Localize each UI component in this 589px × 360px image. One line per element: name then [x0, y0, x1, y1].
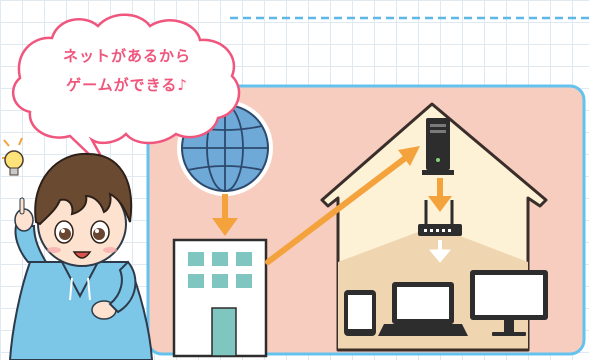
lightbulb-icon	[2, 137, 24, 176]
speech-bubble	[11, 13, 241, 177]
boy-character	[8, 152, 154, 360]
building-to-server-arrow	[265, 146, 420, 265]
tablet-icon	[344, 290, 376, 336]
speech-bubble-line-2: ゲームができる♪	[66, 76, 188, 94]
server-to-router-arrow	[428, 178, 452, 212]
server-icon	[422, 118, 454, 175]
router-arrow-down	[428, 240, 452, 263]
office-building-icon	[172, 238, 268, 358]
speech-bubble-line-1: ネットがあるから	[62, 47, 191, 65]
monitor-icon	[470, 270, 548, 336]
router-icon	[418, 200, 462, 236]
globe-to-building-arrow	[212, 194, 238, 236]
speech-bubble-text: ネットがあるから ゲームができる♪	[42, 42, 212, 100]
laptop-icon	[378, 282, 468, 336]
